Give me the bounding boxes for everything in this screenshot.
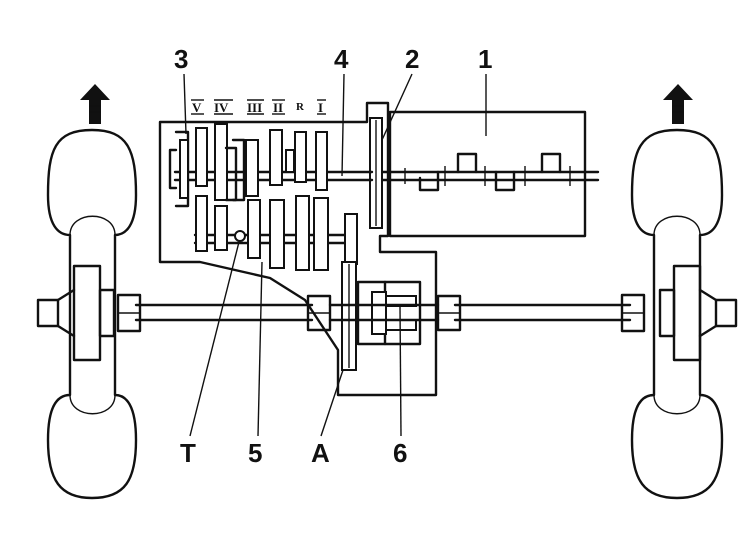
clutch-flywheel <box>369 117 383 229</box>
callout-t: T <box>180 230 246 468</box>
gear-label-ii: II <box>272 99 285 115</box>
svg-text:A: A <box>311 438 330 468</box>
svg-text:4: 4 <box>334 44 349 74</box>
differential <box>328 280 440 346</box>
right-wheel <box>630 128 738 500</box>
callout-4: 4 <box>334 44 349 177</box>
left-forward-arrow <box>80 84 110 124</box>
svg-text:I: I <box>318 100 323 115</box>
svg-text:III: III <box>247 100 262 115</box>
left-drive-shaft <box>116 293 332 333</box>
svg-text:2: 2 <box>405 44 419 74</box>
callout-3: 3 <box>174 44 188 135</box>
svg-text:R: R <box>296 101 305 113</box>
callout-6: 6 <box>393 305 407 468</box>
gear-label-iv: IV <box>214 99 233 115</box>
svg-text:1: 1 <box>478 44 492 74</box>
svg-text:II: II <box>273 100 283 115</box>
gear-set-r <box>285 131 310 271</box>
gear-set-ii <box>269 129 285 269</box>
svg-text:5: 5 <box>248 438 262 468</box>
left-wheel <box>36 128 138 500</box>
gear-set-v <box>195 127 208 252</box>
callout-a: A <box>311 369 344 468</box>
gear-label-r: R <box>296 101 305 113</box>
transmission-housing <box>158 101 438 397</box>
right-drive-shaft <box>436 293 646 333</box>
gear-label-v: V <box>191 99 204 115</box>
svg-text:6: 6 <box>393 438 407 468</box>
callout-5: 5 <box>248 261 263 468</box>
svg-text:V: V <box>192 100 202 115</box>
callout-1: 1 <box>478 44 492 136</box>
gear-set-i <box>313 131 329 271</box>
final-drive-gear <box>341 261 357 371</box>
engine <box>378 110 600 238</box>
gear-label-iii: III <box>247 99 264 115</box>
gear-label-i: I <box>317 99 326 115</box>
right-forward-arrow <box>663 84 693 124</box>
callout-2: 2 <box>381 44 419 141</box>
synchro-3-left <box>168 130 190 208</box>
svg-text:3: 3 <box>174 44 188 74</box>
gear-set-iii <box>231 138 261 259</box>
output-pinion <box>344 213 358 265</box>
gear-set-iv <box>214 123 238 251</box>
svg-text:T: T <box>180 438 196 468</box>
svg-text:IV: IV <box>214 100 229 115</box>
